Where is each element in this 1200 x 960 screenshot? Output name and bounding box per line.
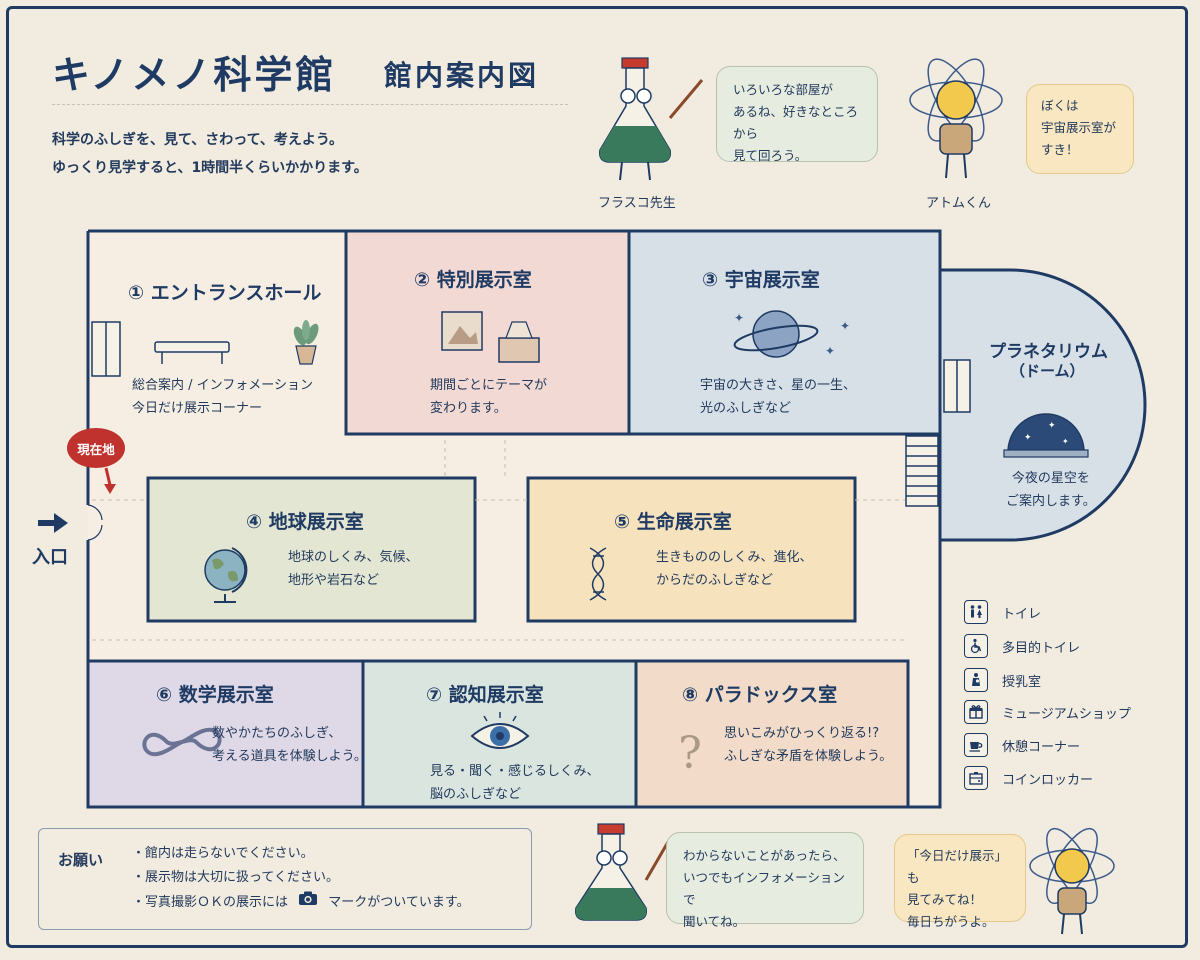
entrance-arrow-icon[interactable]	[38, 513, 68, 533]
legend-label-locker: コインロッカー	[1002, 772, 1094, 788]
nursing-room-icon	[964, 668, 988, 692]
math-exhibit-room[interactable]	[86, 659, 365, 809]
notice-title: お願い	[58, 851, 104, 869]
restroom-icon	[964, 600, 988, 624]
current-location-pointer	[104, 484, 116, 494]
dome-icon: ✦ ✦ ✦	[1003, 413, 1089, 458]
legend-label-restroom: トイレ	[1002, 606, 1042, 622]
current-location-line	[104, 467, 112, 486]
page-title: キノメノ科学館	[52, 53, 337, 97]
intro-line-1: 科学のふしぎを、見て、さわって、考えよう。	[52, 132, 344, 148]
map-frame	[6, 6, 1188, 948]
bench-icon	[154, 341, 230, 364]
legend-label-cafe: 休憩コーナー	[1002, 739, 1081, 755]
flask-bottom-speech-bubble: わからないことがあったら、 いつでもインフォメーションで 聞いてね。	[666, 832, 864, 929]
infinity-icon	[142, 727, 222, 757]
notice-item-photo-suffix: マークがついています。	[328, 895, 470, 910]
notice-item: ・展示物は大切に扱ってください。	[132, 870, 339, 885]
room-title-paradox: ⑧ パラドックス室	[682, 684, 838, 706]
room-desc-earth-exhibit: 地球のしくみ、気候、 地形や岩石など	[288, 550, 419, 588]
room-title-space-exhibit: ③ 宇宙展示室	[702, 269, 820, 291]
legend-item-accessible-restroom: 多目的トイレ	[964, 633, 1080, 659]
legend-label-nursing-room: 授乳室	[1002, 674, 1042, 690]
room-title-cognition-exhibit: ⑦ 認知展示室	[426, 684, 544, 706]
room-desc-entrance-hall: 総合案内 / インフォメーション 今日だけ展示コーナー	[132, 378, 313, 416]
flask-teacher-character	[598, 57, 704, 181]
flask-speech-bubble: いろいろな部屋が あるね、好きなところから 見て回ろう。	[716, 66, 878, 163]
room-title-entrance-hall: ① エントランスホール	[128, 282, 322, 304]
legend-item-gift-shop: ミュージアムショップ	[964, 699, 1131, 725]
life-exhibit-room[interactable]	[526, 476, 857, 623]
room-title-earth-exhibit: ④ 地球展示室	[246, 511, 364, 533]
notice-item-photo: ・写真撮影ＯＫの展示には マークがついています。	[132, 890, 470, 915]
entrance-label: 入口	[32, 547, 68, 568]
notice-box	[38, 828, 532, 930]
planetarium-desc: 今夜の星空を ご案内します。	[1006, 471, 1096, 509]
legend-item-cafe: 休憩コーナー	[964, 732, 1080, 758]
svg-text:✦: ✦	[1024, 433, 1032, 443]
door-icon	[91, 321, 121, 377]
plant-icon	[293, 320, 319, 365]
legend-label-gift-shop: ミュージアムショップ	[1002, 706, 1131, 722]
entrance-door-icon	[87, 504, 103, 541]
room-title-life-exhibit: ⑤ 生命展示室	[614, 511, 732, 533]
flask-character-name: フラスコ先生	[598, 196, 676, 211]
display-case-icon	[498, 321, 540, 363]
room-title-math-exhibit: ⑥ 数学展示室	[156, 684, 274, 706]
room-desc-paradox: 思いこみがひっくり返る!? ふしぎな矛盾を体験しよう。	[724, 726, 893, 764]
intro-line-2: ゆっくり見学すると、1時間半くらいかかります。	[52, 160, 368, 176]
room-desc-math-exhibit: 数やかたちのふしぎ、 考える道具を体験しよう。	[212, 726, 367, 764]
eye-icon	[470, 712, 530, 749]
room-desc-life-exhibit: 生きもののしくみ、進化、 からだのふしぎなど	[656, 550, 813, 588]
question-mark-icon: ?	[678, 728, 702, 779]
current-location-badge: 現在地	[67, 428, 125, 468]
globe-icon	[204, 547, 248, 603]
svg-text:✦: ✦	[734, 311, 744, 325]
atom-boy-character-bottom	[1029, 828, 1115, 935]
planetarium-title: プラネタリウム	[989, 342, 1108, 362]
legend-item-nursing-room: 授乳室	[964, 667, 1041, 693]
atom-speech-bubble: ぼくは 宇宙展示室が すき！	[1026, 84, 1134, 174]
camera-icon	[298, 890, 318, 915]
page-subtitle: 館内案内図	[384, 59, 540, 92]
title-divider	[52, 104, 568, 105]
special-exhibit-room[interactable]	[344, 229, 631, 436]
gift-shop-icon	[964, 700, 988, 724]
room-title-special-exhibit: ② 特別展示室	[414, 269, 532, 291]
dna-icon	[589, 547, 607, 601]
legend-item-restroom: トイレ	[964, 599, 1041, 625]
svg-text:✦: ✦	[825, 344, 835, 358]
cafe-icon	[964, 733, 988, 757]
notice-item: ・館内は走らないでください。	[132, 846, 314, 861]
atom-boy-character	[909, 58, 1003, 179]
room-desc-space-exhibit: 宇宙の大きさ、星の一生、 光のふしぎなど	[700, 378, 857, 416]
picture-frame-icon	[441, 311, 483, 351]
room-desc-special-exhibit: 期間ごとにテーマが 変わります。	[430, 378, 548, 416]
planetarium-door-icon	[943, 359, 971, 413]
atom-bottom-speech-bubble: 「今日だけ展示」も 見てみてね！ 毎日ちがうよ。	[894, 834, 1026, 929]
accessible-restroom-icon	[964, 634, 988, 658]
planetarium-room[interactable]	[938, 268, 1147, 542]
svg-text:✦: ✦	[1048, 421, 1056, 431]
planetarium-subtitle: （ドーム）	[1010, 362, 1085, 380]
intro-text: 科学のふしぎを、見て、さわって、考えよう。 ゆっくり見学すると、1時間半くらいか…	[52, 126, 368, 182]
flask-teacher-character-bottom	[574, 823, 670, 921]
legend-label-accessible-restroom: 多目的トイレ	[1002, 640, 1081, 656]
notice-item-photo-text: ・写真撮影ＯＫの展示には	[132, 895, 289, 910]
atom-character-name: アトムくん	[926, 196, 992, 211]
locker-icon	[964, 766, 988, 790]
saturn-icon: ✦ ✦ ✦	[733, 310, 850, 358]
legend-item-locker: コインロッカー	[964, 765, 1093, 791]
svg-text:✦: ✦	[840, 319, 850, 333]
notice-list: ・館内は走らないでください。 ・展示物は大切に扱ってください。 ・写真撮影ＯＫの…	[132, 842, 470, 915]
room-desc-cognition-exhibit: 見る・聞く・感じるしくみ、 脳のふしぎなど	[430, 764, 600, 802]
paradox-room[interactable]	[634, 659, 910, 809]
stairs-icon	[905, 435, 939, 507]
corridor-lines	[92, 440, 905, 641]
svg-text:✦: ✦	[1062, 437, 1069, 446]
earth-exhibit-room[interactable]	[146, 476, 477, 623]
